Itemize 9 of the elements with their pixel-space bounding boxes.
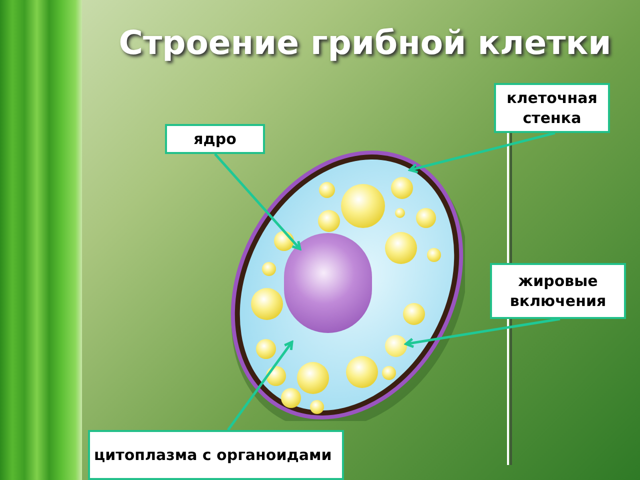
label-box: клеточная стенка <box>494 83 610 133</box>
leader-arrow <box>404 318 560 348</box>
leader-arrow <box>408 132 556 174</box>
label-box: цитоплазма с органоидами <box>88 430 344 480</box>
title: Строение грибной клетки <box>118 22 612 64</box>
label-box: ядро <box>165 124 265 154</box>
leader-arrow <box>214 153 302 250</box>
label-box: жировые включения <box>490 263 626 319</box>
leader-arrow <box>226 340 294 431</box>
